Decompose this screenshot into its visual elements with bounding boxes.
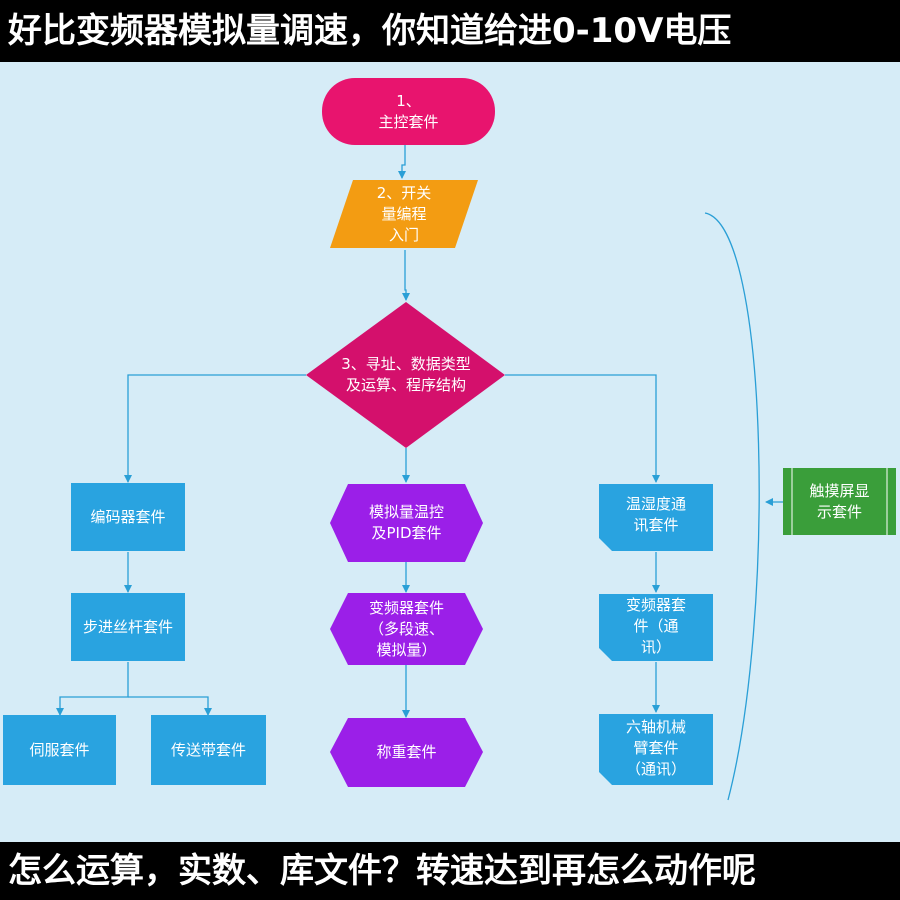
edge-addressing-to-temp-humidity: [505, 374, 660, 483]
box-servo-kit: [3, 715, 116, 785]
label-weighing-kit: 称重套件: [376, 743, 437, 761]
hexagon-weighing-kit: [330, 718, 483, 787]
hexagon-vfd-kit: [330, 593, 483, 665]
hexagon-analog-kit: [330, 484, 483, 562]
doc-six-axis-kit: [599, 714, 713, 785]
edge-stepper-to-servo: [56, 662, 129, 716]
label-main-kit: 1、 主控套件: [378, 91, 439, 131]
edge-addressing-to-encoder: [124, 374, 306, 483]
diamond-addressing: [306, 302, 505, 448]
label-vfd-comm-kit: 变频器套 件（通 讯）: [625, 595, 686, 656]
box-encoder-kit: [71, 483, 185, 551]
edge-curve-right: [704, 212, 760, 801]
label-touchscreen-kit: 触摸屏显 示套件: [809, 481, 870, 521]
label-analog-kit: 模拟量温控 及PID套件: [368, 503, 444, 542]
label-servo-kit: 伺服套件: [29, 740, 90, 759]
label-encoder-kit: 编码器套件: [90, 507, 166, 526]
box-conveyor-kit: [151, 715, 266, 785]
label-six-axis-kit: 六轴机械 臂套件 （通讯）: [625, 717, 686, 778]
edge-main-to-switch: [398, 145, 406, 179]
doc-vfd-comm-kit: [599, 594, 713, 661]
label-switch-programming: 2、开关 量编程 入门: [376, 183, 432, 244]
edge-switch-to-addressing: [402, 250, 410, 301]
label-conveyor-kit: 传送带套件: [170, 740, 246, 759]
label-addressing: 3、寻址、数据类型 及运算、程序结构: [341, 355, 471, 394]
label-vfd-kit: 变频器套件 （多段速、 模拟量）: [368, 598, 444, 659]
edge-stepper-to-conveyor: [128, 696, 212, 716]
doc-temp-humidity-kit: [599, 484, 713, 551]
footer-caption: 怎么运算，实数、库文件？转速达到再怎么动作呢: [8, 851, 756, 891]
header-title: 好比变频器模拟量调速，你知道给进0-10V电压: [8, 11, 732, 51]
box-stepper-kit: [71, 593, 185, 661]
footer-banner: 怎么运算，实数、库文件？转速达到再怎么动作呢: [0, 842, 900, 900]
box-touchscreen-kit: [783, 468, 896, 535]
terminal-main-kit: [322, 78, 495, 145]
label-temp-humidity-kit: 温湿度通 讯套件: [625, 495, 686, 534]
header-banner: 好比变频器模拟量调速，你知道给进0-10V电压: [0, 0, 900, 62]
parallelogram-switch-programming: [330, 180, 478, 248]
label-stepper-kit: 步进丝杆套件: [82, 617, 173, 636]
